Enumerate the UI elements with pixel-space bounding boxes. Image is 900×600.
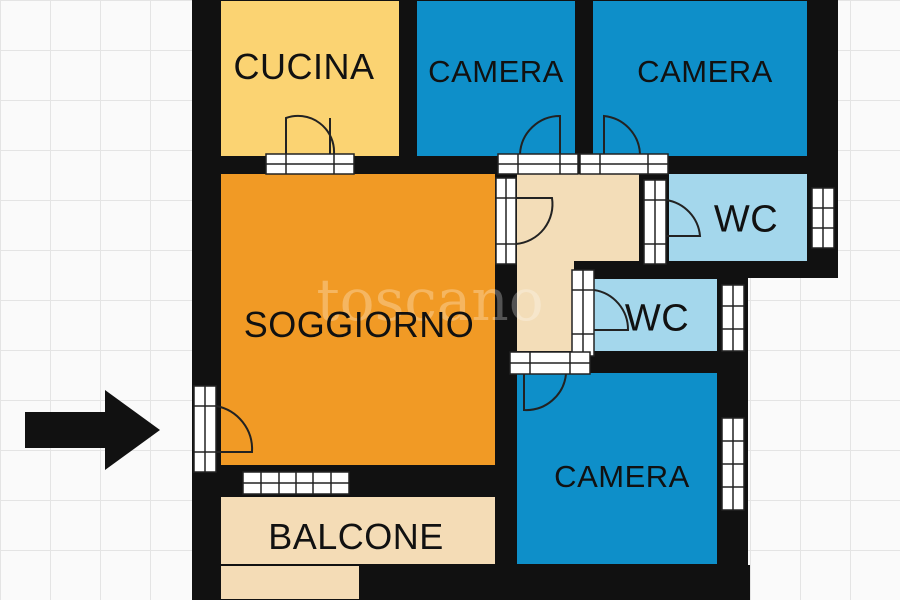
window-balcone — [242, 471, 350, 495]
door-entrance[interactable] — [193, 385, 254, 473]
room-camera-top-right — [591, 0, 809, 158]
room-soggiorno — [219, 172, 497, 467]
window-wc-bottom — [721, 284, 745, 352]
arrow-right-icon — [25, 390, 160, 470]
doors — [193, 114, 702, 473]
door-wc-bottom[interactable] — [571, 269, 630, 357]
label-wc-top: WC — [713, 198, 779, 241]
door-camera-bottom[interactable] — [509, 351, 591, 412]
room-wc-top — [667, 172, 809, 263]
door-cucina[interactable] — [265, 114, 355, 175]
label-camera-bottom: CAMERA — [554, 459, 690, 494]
label-wc-bottom: WC — [624, 297, 690, 340]
room-wc-bottom — [592, 277, 719, 353]
door-wc-top[interactable] — [643, 179, 702, 265]
label-camera-top-left: CAMERA — [428, 54, 564, 89]
window-wc-top — [811, 187, 835, 249]
door-soggiorno-corridor[interactable] — [495, 177, 554, 265]
label-balcone: BALCONE — [268, 516, 444, 557]
room-camera-bottom — [515, 371, 719, 566]
label-cucina: CUCINA — [233, 46, 375, 87]
window-camera-bottom — [721, 417, 745, 511]
room-balcone — [219, 495, 497, 566]
label-camera-top-right: CAMERA — [637, 54, 773, 89]
door-camera-top-left[interactable] — [497, 114, 579, 175]
room-balcone-lower — [219, 564, 361, 600]
windows — [242, 187, 835, 511]
room-camera-top-left — [415, 0, 577, 158]
label-soggiorno: SOGGIORNO — [243, 304, 475, 345]
door-camera-top-right[interactable] — [579, 114, 669, 175]
